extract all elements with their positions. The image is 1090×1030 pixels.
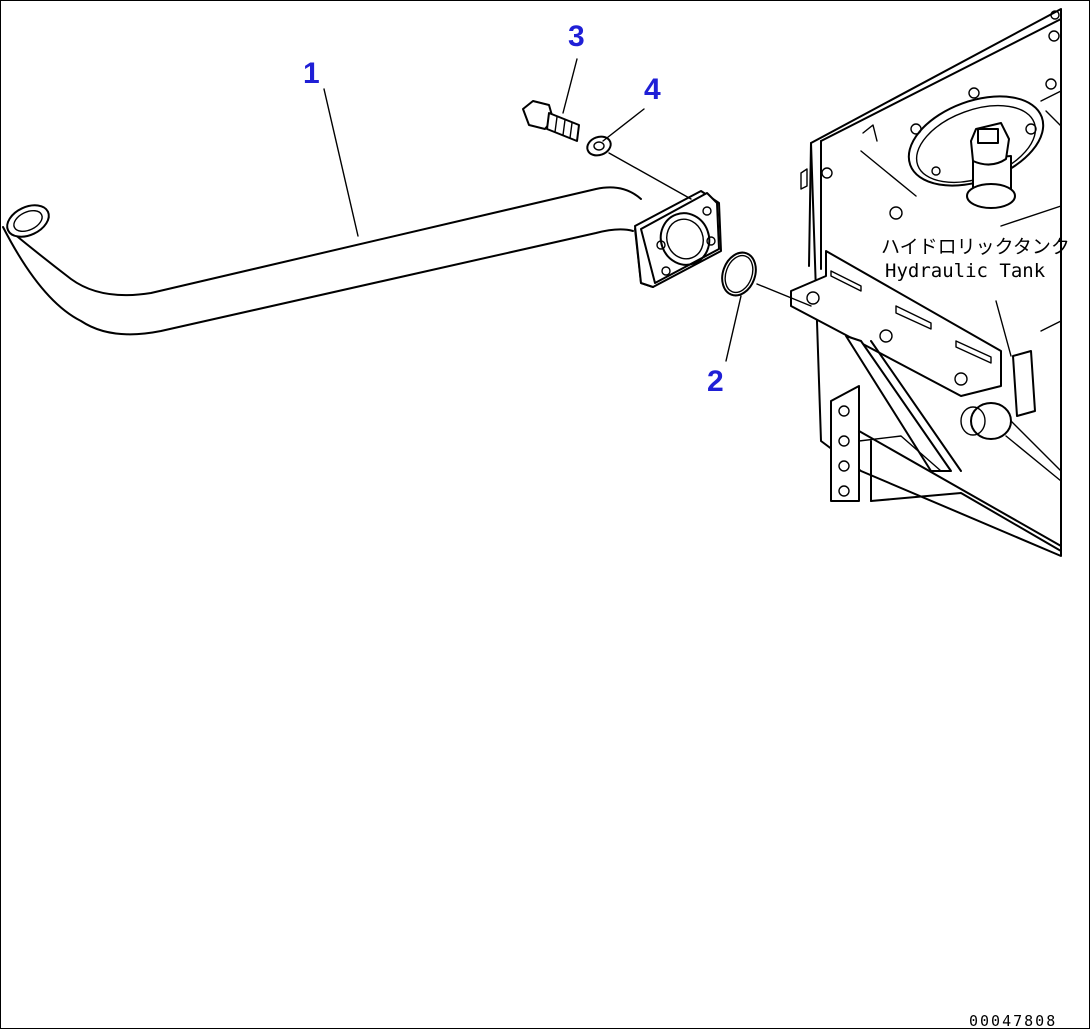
drawing-number: 00047808 xyxy=(969,1012,1057,1030)
callout-3: 3 xyxy=(568,20,585,53)
leader-lines xyxy=(323,58,812,362)
bolt xyxy=(522,100,580,142)
callout-1: 1 xyxy=(303,57,320,90)
tank-label-english: Hydraulic Tank xyxy=(885,260,1046,282)
tank-label-japanese: ハイドロリックタンク xyxy=(881,236,1070,258)
pipe-flange xyxy=(634,190,722,288)
tank-bracket xyxy=(790,250,1062,552)
callout-4: 4 xyxy=(644,73,661,106)
washer xyxy=(586,135,612,157)
suction-pipe xyxy=(2,186,642,336)
callout-2: 2 xyxy=(707,365,724,398)
o-ring xyxy=(721,251,757,297)
